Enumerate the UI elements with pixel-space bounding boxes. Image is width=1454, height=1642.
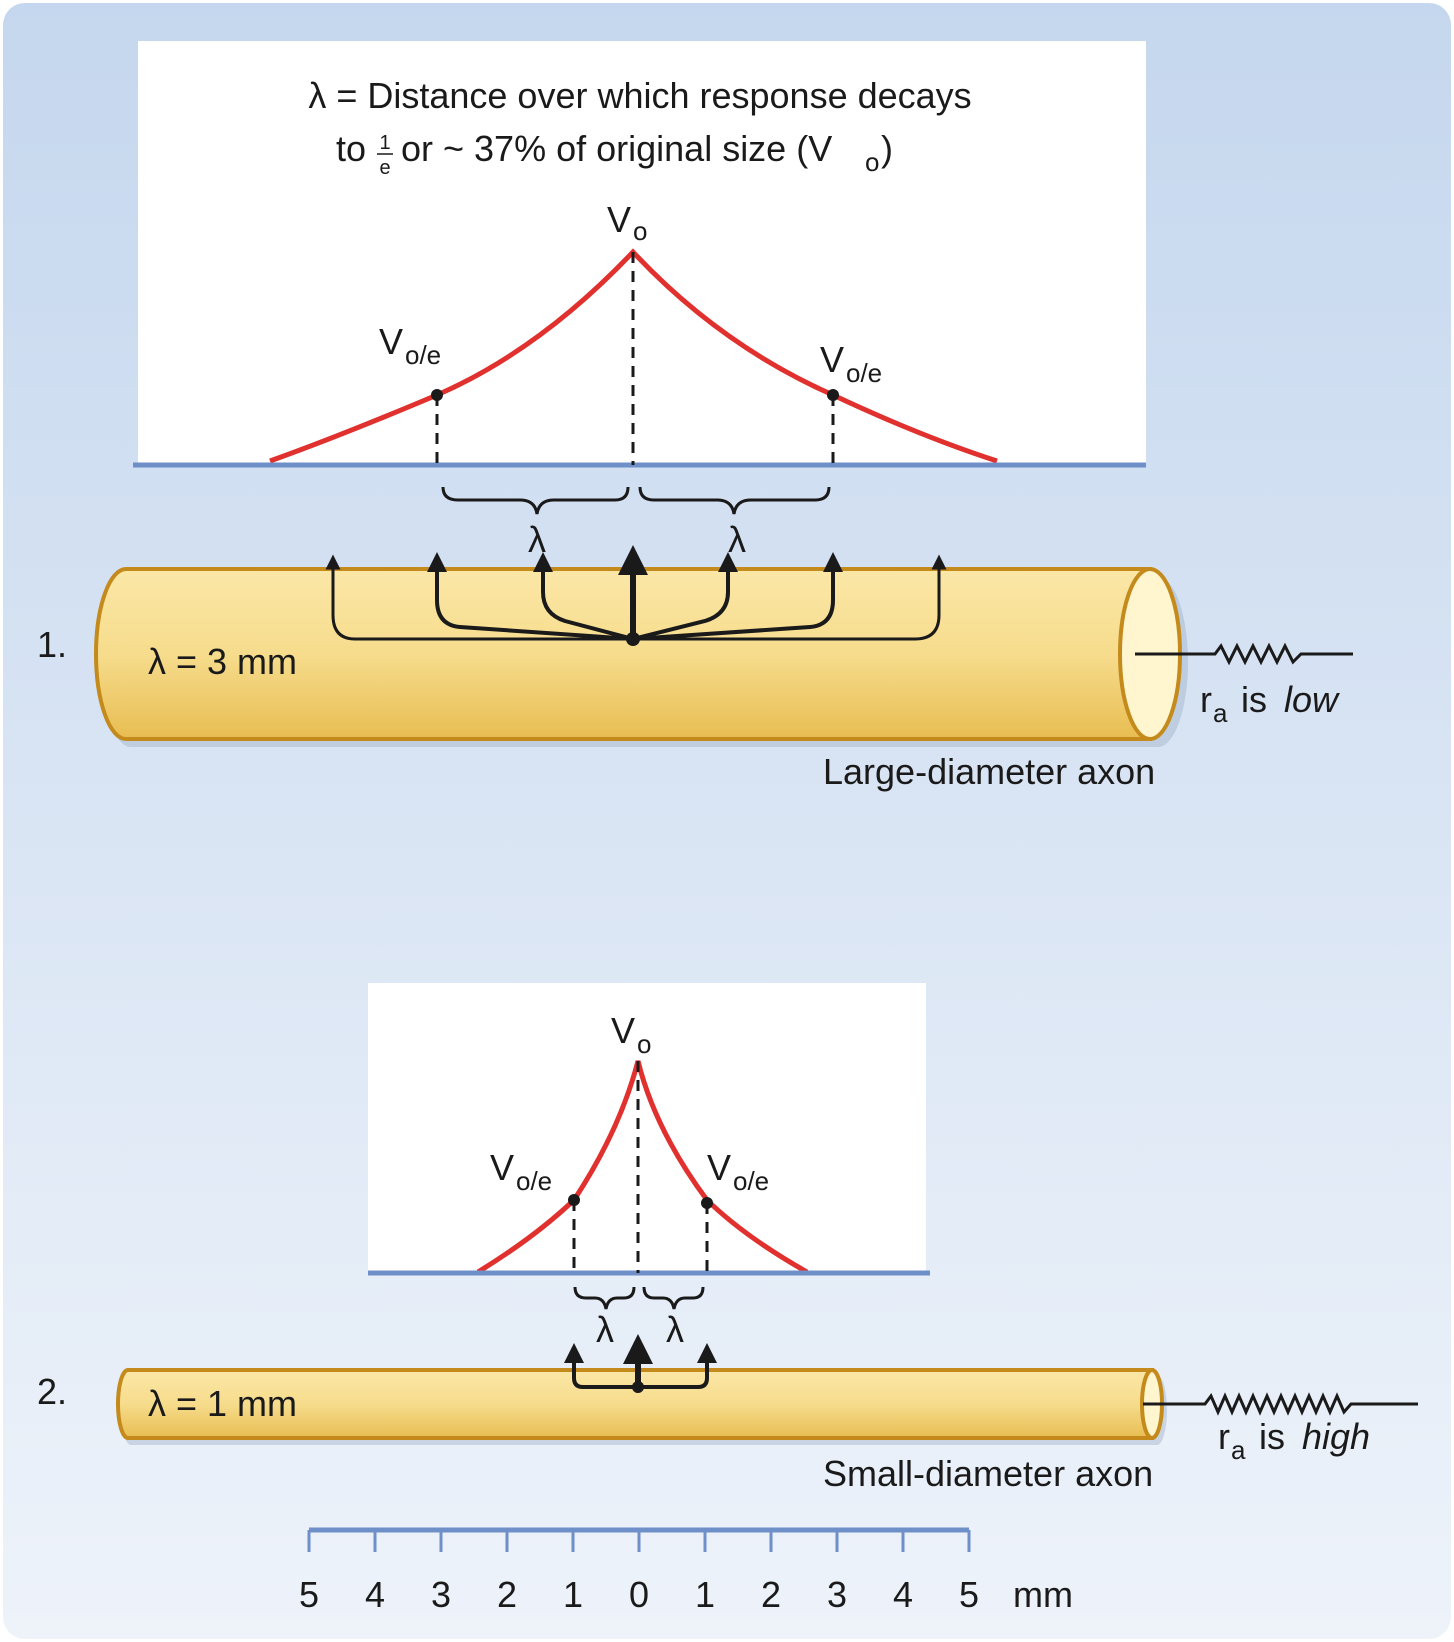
graph-box-2 [368, 983, 926, 1273]
axon-lambda-1: λ = 3 mm [148, 641, 297, 682]
panel-number-1: 1. [37, 624, 67, 665]
lambda-left-1: λ [528, 519, 546, 560]
left-point-sub-1: o/e [405, 340, 441, 370]
left-point-2 [568, 1194, 580, 1206]
lambda-right-2: λ [666, 1309, 684, 1350]
brace-left-2 [573, 1286, 636, 1310]
arrow-right-2 [638, 1343, 717, 1389]
resistance-sub-1: a [1213, 698, 1228, 728]
right-point-2 [701, 1197, 713, 1209]
axon-lambda-2: λ = 1 mm [148, 1383, 297, 1424]
scale-tick-label: 4 [893, 1574, 913, 1615]
resistance-is-1: is [1241, 679, 1267, 720]
fraction-numerator: 1 [379, 132, 390, 154]
graph-box-1 [138, 41, 1146, 465]
scale-tick-label: 5 [959, 1574, 979, 1615]
lambda-right-1: λ [728, 519, 746, 560]
scale-unit: mm [1013, 1574, 1073, 1615]
small-axon [116, 1368, 1167, 1445]
scale-tick-label: 5 [299, 1574, 319, 1615]
scale-tick-label: 2 [497, 1574, 517, 1615]
scale-tick-label: 0 [629, 1574, 649, 1615]
right-point-label-2: V [707, 1147, 731, 1188]
panel-2: V o V o/e V o/e λ λ 2. λ = 1 mm r a is h… [37, 983, 1418, 1494]
peak-label-1: V [607, 199, 631, 240]
definition-close: ) [881, 128, 893, 169]
resistor-2 [1143, 1392, 1418, 1416]
scale-tick-label: 3 [827, 1574, 847, 1615]
definition-sub: o [865, 147, 879, 177]
resistance-value-2: high [1302, 1416, 1370, 1457]
scale-ticks: 5 4 3 2 1 0 1 2 3 4 5 [299, 1530, 979, 1615]
right-point-sub-2: o/e [733, 1166, 769, 1196]
resistance-sub-2: a [1231, 1435, 1246, 1465]
scale-bar: 5 4 3 2 1 0 1 2 3 4 5 mm [299, 1527, 1073, 1615]
resistor-1 [1135, 642, 1353, 666]
caption-1: Large-diameter axon [823, 751, 1155, 792]
scale-tick-label: 1 [695, 1574, 715, 1615]
definition-line-1: λ = Distance over which response decays [308, 75, 971, 116]
scale-tick-label: 2 [761, 1574, 781, 1615]
arrow-far-right-1 [633, 554, 947, 641]
axon-body-2 [116, 1368, 1154, 1440]
scale-tick-label: 4 [365, 1574, 385, 1615]
left-point-1 [431, 389, 443, 401]
arrow-mid-left-1 [427, 552, 634, 641]
definition-rest: or ~ 37% of original size (V [401, 128, 832, 169]
panel-1: λ = Distance over which response decays … [37, 41, 1353, 792]
left-point-sub-2: o/e [516, 1166, 552, 1196]
left-point-label-2: V [490, 1147, 514, 1188]
resistance-r-1: r [1200, 679, 1212, 720]
brace-right-2 [642, 1286, 705, 1310]
injection-point-1 [626, 632, 640, 646]
right-point-label-1: V [820, 339, 844, 380]
scale-tick-label: 1 [563, 1574, 583, 1615]
peak-sub-1: o [633, 216, 647, 246]
current-arrows-2 [564, 1334, 717, 1389]
right-point-sub-1: o/e [846, 358, 882, 388]
peak-sub-2: o [637, 1029, 651, 1059]
scale-tick-label: 3 [431, 1574, 451, 1615]
injection-point-2 [632, 1381, 644, 1393]
definition-line-2: to [336, 128, 366, 169]
resistance-value-1: low [1284, 679, 1340, 720]
arrow-mid-right-1 [632, 552, 843, 641]
axon-body-1 [94, 567, 1152, 741]
caption-2: Small-diameter axon [823, 1453, 1153, 1494]
resistance-r-2: r [1218, 1416, 1230, 1457]
peak-label-2: V [611, 1010, 635, 1051]
arrow-near-right-1 [632, 552, 738, 641]
arrow-left-2 [564, 1343, 638, 1389]
arrow-far-left-1 [325, 554, 633, 641]
large-axon [94, 567, 1188, 747]
brace-right-1 [638, 486, 831, 515]
arrow-near-left-1 [533, 552, 634, 641]
lambda-left-2: λ [596, 1309, 614, 1350]
resistance-is-2: is [1259, 1416, 1285, 1457]
fraction-denominator: e [379, 157, 390, 179]
current-arrows-1 [325, 545, 947, 641]
panel-number-2: 2. [37, 1371, 67, 1412]
left-point-label-1: V [379, 321, 403, 362]
right-point-1 [827, 389, 839, 401]
brace-left-1 [441, 486, 630, 515]
